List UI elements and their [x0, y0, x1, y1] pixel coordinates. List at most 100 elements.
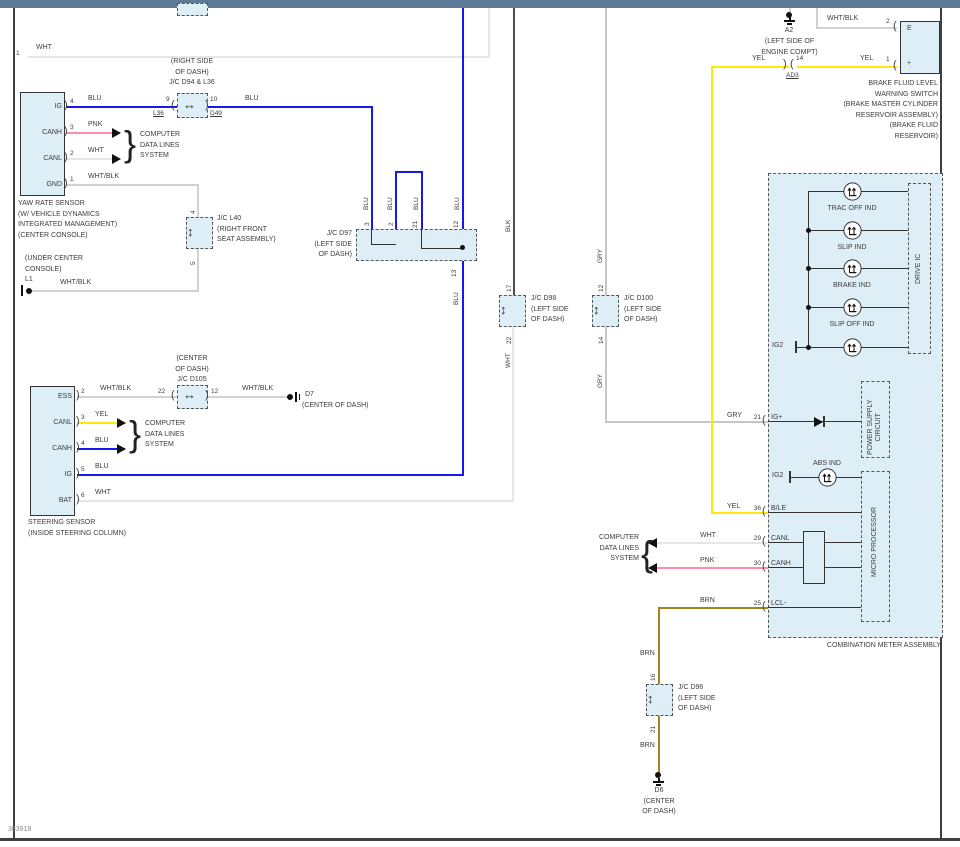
junction-box-d97 [356, 229, 477, 261]
d98-arrow-icon: ↕ [500, 302, 507, 317]
wire-gry-vertical-upper [605, 8, 607, 295]
yaw-pin1-arc-icon: ) [64, 177, 68, 189]
cdl-arrow-str-canl-icon [117, 418, 126, 428]
str-pin-num-4: 4 [81, 440, 85, 447]
wire-whtblk-switch-h [816, 27, 897, 29]
meter-pin-canh: CANH [771, 560, 791, 567]
wire-label-wht: WHT [36, 44, 52, 51]
wire-label-blu-v2: BLU [387, 197, 394, 210]
str-pin4-arc-icon: ) [76, 441, 80, 453]
wire-blu-d97-pin2 [395, 172, 397, 229]
ig2-led-icon [843, 338, 862, 357]
str-pin-num-2: 2 [81, 388, 85, 395]
wire-wht-yaw-canl [66, 158, 120, 160]
d100-bottom-pin: 14 [598, 336, 605, 344]
wire-blu-d97-pin3 [371, 106, 373, 229]
wire-brn-h [658, 607, 770, 609]
wire-label-whtblk-1: WHT/BLK [88, 173, 120, 180]
meter-pin29-arc-icon: ( [762, 535, 766, 547]
wire-blu-ig-2 [208, 106, 373, 108]
wire-label-wht-4: WHT [700, 532, 716, 539]
wire-label-brn-1: BRN [700, 597, 715, 604]
str-pin-num-3: 3 [81, 414, 85, 421]
meter-ig2-label-top: IG2 [772, 342, 784, 349]
power-supply-circuit-box [861, 381, 890, 458]
junction-box-top-partial [177, 3, 208, 16]
str-pin-bat: BAT [58, 497, 72, 504]
wire-wht-bat-v [512, 327, 514, 502]
d97-pin-12: 12 [453, 220, 460, 228]
junction-box-d100 [592, 295, 619, 327]
led-label-trac-off: TRAC OFF IND [827, 205, 877, 212]
meter-pin-25: 25 [753, 600, 761, 607]
d94-right-label: D49 [210, 110, 222, 117]
wire-brn-v2 [658, 716, 660, 776]
a2-ground-bar1-icon [784, 20, 795, 22]
wire-yel-steering-canl [77, 422, 125, 424]
meter-pin36-arc-icon: ( [762, 505, 766, 517]
diode-icon [814, 417, 823, 427]
wire-label-brn-3: BRN [640, 742, 655, 749]
d96-arrow-icon: ↕ [647, 691, 654, 706]
str-pin6-arc-icon: ) [76, 493, 80, 505]
meter-pin25-arc-icon: ( [762, 600, 766, 612]
cdl-arrow-str-canh-icon [117, 444, 126, 454]
drive-ic-box [908, 183, 931, 354]
str-pin2-arc-icon: ) [76, 389, 80, 401]
wire-blu-main-lower [462, 261, 464, 475]
cdl-arrow-meter-canl-icon [648, 538, 657, 548]
wire-label-blu-4: BLU [95, 463, 109, 470]
yaw-pin2-arc-icon: ) [64, 151, 68, 163]
brake-fluid-switch-box [900, 21, 940, 74]
combination-meter-caption: COMBINATION METER ASSEMBLY [826, 642, 941, 649]
wire-pnk-yaw-canh [66, 132, 120, 134]
cdl-brace-meter-icon: { [641, 533, 654, 574]
d97-internal-1 [371, 229, 372, 245]
d7-connector-bar2-icon [299, 394, 300, 400]
wire-yel-to-meter [711, 512, 770, 514]
junction-box-l40 [186, 217, 213, 249]
d7-caption: (CENTER OF DASH) [302, 402, 369, 409]
yaw-pin3-arc-icon: ) [64, 125, 68, 137]
wire-label-yel-3: YEL [860, 55, 874, 62]
d97-internal-2 [371, 244, 396, 245]
wire-gry-to-meter [605, 421, 770, 423]
meter-pin-21: 21 [753, 414, 761, 421]
wire-label-wht-v: WHT [505, 353, 512, 368]
d97-junction-dot [460, 245, 465, 250]
drive-ic-label: DRIVE IC [915, 253, 922, 284]
meter-ble-line [768, 512, 861, 513]
d96-top-pin: 16 [650, 673, 657, 681]
wire-blu-main-upper [462, 8, 464, 229]
yaw-pin-num-1: 1 [70, 176, 74, 183]
yaw-pin-num-2: 2 [70, 150, 74, 157]
d97-internal-4 [421, 248, 462, 249]
d98-top-pin: 17 [506, 284, 513, 292]
wire-blu-d97-pin21 [421, 171, 423, 229]
wire-blu-steering-ig [77, 474, 464, 476]
trac-off-ind-led-icon [843, 182, 862, 201]
yaw-pin-canh: CANH [42, 129, 62, 136]
a2-ground-bar2-icon [787, 23, 792, 25]
wire-blu-ig-1 [66, 106, 177, 108]
junction-box-d105 [177, 385, 208, 409]
ad3-pin: 14 [796, 55, 804, 62]
switch-term-plus: + [907, 60, 912, 67]
d7-connector-bar-icon [295, 392, 297, 402]
wire-whtblk-to-l1 [30, 290, 199, 292]
meter-pin-29: 29 [753, 535, 761, 542]
page-border-bottom [0, 838, 960, 841]
switch-bottom-pin: 1 [886, 56, 890, 63]
cdl-arrow-meter-canh-icon [648, 563, 657, 573]
str-pin-ig: IG [64, 471, 72, 478]
meter-pin30-arc-icon: ( [762, 560, 766, 572]
meter-pin-30: 30 [753, 560, 761, 567]
cdl-arrow-yaw-canl-icon [112, 154, 121, 164]
wire-label-blu-v4: BLU [454, 197, 461, 210]
wire-wht-canl [655, 542, 768, 544]
